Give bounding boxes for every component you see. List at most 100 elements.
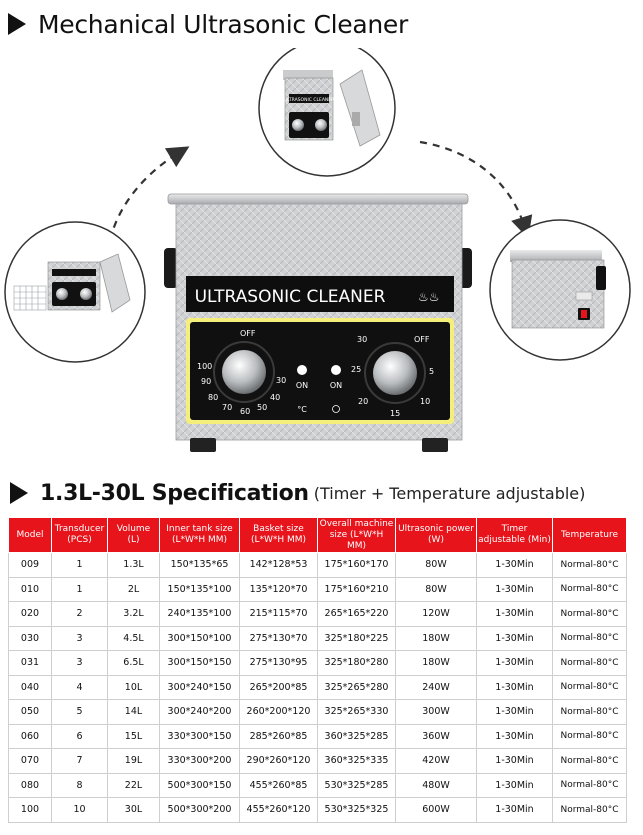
svg-text:OFF: OFF (414, 335, 430, 344)
table-cell: Normal-80°C (552, 748, 627, 774)
svg-text:30: 30 (357, 335, 367, 344)
table-cell: 175*160*210 (317, 576, 396, 602)
table-cell: 070 (8, 748, 52, 774)
svg-text:ON: ON (330, 381, 342, 390)
table-cell: 1-30Min (476, 625, 553, 651)
table-header-cell: Transducer(PCS) (51, 517, 108, 553)
table-cell: 330*300*150 (159, 723, 240, 749)
table-cell: 300*150*100 (159, 625, 240, 651)
svg-text:°C: °C (297, 405, 307, 414)
svg-text:ON: ON (296, 381, 308, 390)
table-cell: 275*130*70 (239, 625, 318, 651)
table-cell: 1 (51, 576, 108, 602)
triangle-bullet-icon (8, 13, 26, 35)
table-cell: 22L (107, 772, 160, 798)
table-cell: Normal-80°C (552, 723, 627, 749)
table-cell: 180W (395, 625, 477, 651)
table-cell: 530*325*285 (317, 772, 396, 798)
table-cell: 3 (51, 650, 108, 676)
table-cell: 14L (107, 699, 160, 725)
table-cell: 10L (107, 674, 160, 700)
svg-text:70: 70 (222, 403, 232, 412)
table-cell: 290*260*120 (239, 748, 318, 774)
device-label: ULTRASONIC CLEANER (195, 287, 386, 307)
heading-title: Mechanical Ultrasonic Cleaner (38, 9, 408, 39)
table-cell: 5 (51, 699, 108, 725)
table-cell: 240*135*100 (159, 601, 240, 627)
table-cell: 120W (395, 601, 477, 627)
table-header-cell: Ultrasonic power(W) (395, 517, 477, 553)
table-cell: 150*135*65 (159, 552, 240, 578)
heading-mechanical: Mechanical Ultrasonic Cleaner (8, 8, 408, 40)
table-header-cell: Basket size(L*W*H MM) (239, 517, 318, 553)
svg-text:30: 30 (276, 376, 286, 385)
table-cell: Normal-80°C (552, 650, 627, 676)
main-ultrasonic-cleaner: ULTRASONIC CLEANER ♨♨ OFF 100 90 80 70 6… (164, 193, 472, 452)
table-cell: 1-30Min (476, 576, 553, 602)
table-cell: 240W (395, 674, 477, 700)
table-cell: Normal-80°C (552, 625, 627, 651)
timer-knob[interactable] (373, 351, 417, 395)
table-cell: 030 (8, 625, 52, 651)
table-cell: Normal-80°C (552, 797, 627, 823)
table-cell: 135*120*70 (239, 576, 318, 602)
table-cell: 1-30Min (476, 723, 553, 749)
table-cell: 455*260*85 (239, 772, 318, 798)
flow-arrow-right (419, 140, 533, 239)
table-cell: 175*160*170 (317, 552, 396, 578)
table-cell: Normal-80°C (552, 772, 627, 798)
heading-specification: 1.3L-30L Specification (Timer + Temperat… (10, 478, 585, 508)
table-header-cell: Model (8, 517, 52, 553)
table-cell: 150*135*100 (159, 576, 240, 602)
table-cell: 300*240*150 (159, 674, 240, 700)
table-cell: 1-30Min (476, 797, 553, 823)
table-cell: 360*325*335 (317, 748, 396, 774)
table-cell: 1-30Min (476, 674, 553, 700)
svg-text:40: 40 (270, 393, 280, 402)
table-cell: 10 (51, 797, 108, 823)
table-cell: 1-30Min (476, 650, 553, 676)
table-cell: 275*130*95 (239, 650, 318, 676)
svg-text:25: 25 (351, 365, 361, 374)
table-cell: 30L (107, 797, 160, 823)
table-cell: 15L (107, 723, 160, 749)
table-cell: 325*180*280 (317, 650, 396, 676)
table-cell: 500*300*150 (159, 772, 240, 798)
table-cell: 080 (8, 772, 52, 798)
svg-text:100: 100 (197, 362, 212, 371)
svg-text:20: 20 (358, 397, 368, 406)
table-cell: 260*200*120 (239, 699, 318, 725)
temperature-knob[interactable] (222, 350, 266, 394)
table-header-cell: Inner tank size(L*W*H MM) (159, 517, 240, 553)
table-cell: 455*260*120 (239, 797, 318, 823)
indicator-light-left (297, 365, 307, 375)
table-cell: 6.5L (107, 650, 160, 676)
svg-text:15: 15 (390, 409, 400, 418)
table-cell: 010 (8, 576, 52, 602)
right-view-circle (489, 219, 631, 361)
table-cell: 009 (8, 552, 52, 578)
table-cell: 300*240*200 (159, 699, 240, 725)
spec-subtitle: (Timer + Temperature adjustable) (313, 483, 586, 503)
table-cell: 180W (395, 650, 477, 676)
product-illustration: ULTRASONIC CLEANER ULT (4, 48, 631, 452)
table-cell: 80W (395, 552, 477, 578)
table-cell: 031 (8, 650, 52, 676)
svg-text:ULTRASONIC CLEANER: ULTRASONIC CLEANER (284, 97, 335, 103)
table-cell: 1-30Min (476, 772, 553, 798)
table-cell: 4 (51, 674, 108, 700)
table-cell: Normal-80°C (552, 674, 627, 700)
table-cell: 3.2L (107, 601, 160, 627)
table-cell: 1.3L (107, 552, 160, 578)
table-cell: 100 (8, 797, 52, 823)
svg-text:OFF: OFF (240, 329, 256, 338)
table-cell: Normal-80°C (552, 576, 627, 602)
